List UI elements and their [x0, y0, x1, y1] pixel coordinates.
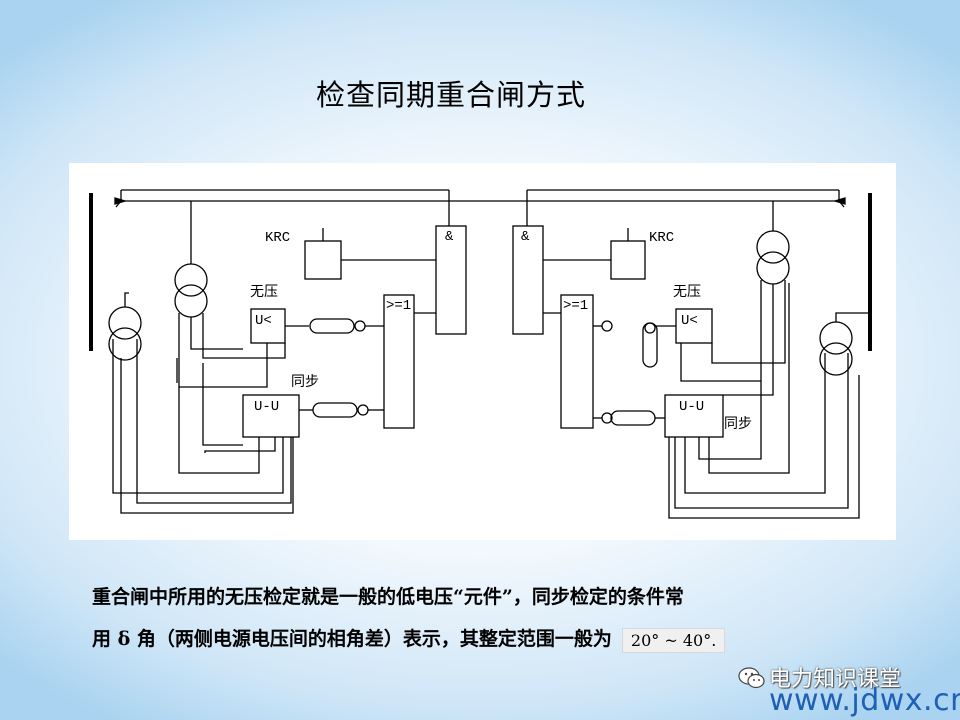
right-and-label: &: [521, 229, 530, 245]
arrow-icon: [114, 197, 128, 205]
right-contact-2: [610, 410, 656, 426]
left-and-gate: [435, 225, 467, 335]
right-krc-box: [610, 240, 646, 280]
right-voltage-label: 无压: [673, 284, 701, 300]
arrow-icon: [832, 197, 846, 205]
wire: [202, 363, 243, 446]
wire: [723, 284, 774, 396]
left-contact-2-end: [357, 404, 369, 416]
wire: [698, 381, 762, 460]
right-transformer-upper-a: [756, 230, 790, 264]
wire: [120, 358, 294, 514]
right-transformer-lower-a: [819, 321, 853, 355]
watermark: 电力知识课堂 www.jdwx.cn: [737, 655, 960, 718]
left-sync-label: 同步: [291, 374, 319, 390]
description-line-2: 用 δ 角（两侧电源电压间的相角差）表示，其整定范围一般为 20° ~ 40°.: [92, 624, 892, 653]
wechat-icon: [738, 667, 765, 689]
left-contact-2: [312, 402, 358, 418]
description-line-2-text: 用 δ 角（两侧电源电压间的相角差）表示，其整定范围一般为: [92, 628, 612, 650]
wire: [674, 353, 849, 509]
left-voltage-relay-label: U<: [255, 313, 272, 329]
wire: [190, 317, 243, 350]
left-voltage-label: 无压: [250, 284, 278, 300]
range-value: 20° ~ 40°.: [621, 627, 726, 653]
wire: [680, 280, 762, 382]
left-or-label: >=1: [386, 298, 412, 314]
right-sync-label: 同步: [724, 416, 752, 432]
wire: [711, 280, 786, 364]
right-or-gate: [560, 294, 594, 429]
wire: [668, 375, 860, 519]
description-line-1: 重合闸中所用的无压检定就是一般的低电压“元件”，同步检定的条件常: [92, 586, 684, 608]
right-sync-relay-label: U-U: [679, 399, 705, 415]
left-transformer-upper-a: [174, 263, 208, 297]
wire: [202, 313, 286, 359]
wire: [835, 312, 870, 322]
wire: [178, 387, 260, 474]
left-sync-relay-box: [242, 394, 300, 438]
right-and-gate: [512, 225, 544, 335]
left-krc-label: KRC: [265, 230, 291, 246]
watermark-name: 电力知识课堂: [769, 667, 902, 692]
page-title: 检查同期重合闸方式: [316, 78, 587, 112]
left-transformer-lower-a: [108, 306, 142, 340]
wire: [124, 292, 129, 307]
circuit-diagram: [89, 189, 872, 519]
wire: [684, 353, 826, 494]
left-or-gate: [383, 294, 415, 429]
wire: [112, 339, 284, 494]
wire: [136, 339, 292, 504]
left-transformer-lower-b: [108, 327, 142, 361]
right-contact-1-end: [644, 322, 656, 334]
right-or-label: >=1: [563, 298, 589, 314]
left-and-label: &: [445, 229, 454, 245]
right-krc-label: KRC: [649, 230, 675, 246]
left-contact-1: [309, 318, 355, 334]
left-krc-box: [304, 240, 342, 280]
left-contact-1-end: [354, 320, 366, 332]
right-open-contact: [601, 320, 613, 332]
wire: [178, 313, 268, 388]
wire: [708, 283, 790, 474]
right-transformer-upper-b: [756, 251, 790, 285]
right-transformer-lower-b: [819, 342, 853, 376]
diagram-panel: KRC & >=1 无压 U< 同步 U-U KRC & >=1 无压 U< 同…: [69, 163, 896, 540]
right-voltage-relay-label: U<: [681, 313, 698, 329]
wire: [204, 437, 276, 453]
right-sync-relay-box: [664, 394, 724, 438]
left-sync-relay-label: U-U: [254, 399, 280, 415]
left-transformer-upper-b: [174, 284, 208, 318]
watermark-url: www.jdwx.cn: [769, 683, 960, 718]
